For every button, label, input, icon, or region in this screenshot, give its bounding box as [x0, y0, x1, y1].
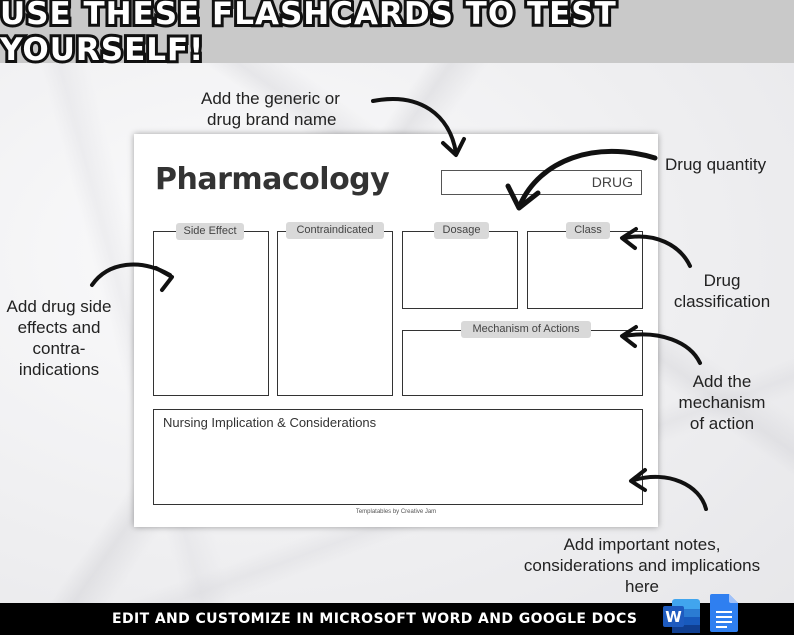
top-banner: USE THESE FLASHCARDS TO TEST YOURSELF!: [0, 0, 794, 71]
annotation-side-effects: Add drug side effects and contra- indica…: [6, 297, 112, 379]
contraindicated-tag: Contraindicated: [286, 222, 384, 239]
bottom-banner: EDIT AND CUSTOMIZE IN MICROSOFT WORD AND…: [0, 603, 794, 635]
mechanism-tag: Mechanism of Actions: [461, 321, 591, 338]
arrow-drug-quantity: [505, 149, 658, 211]
template-credit: Templatables by Creative Jam: [355, 509, 437, 515]
class-tag: Class: [566, 222, 610, 239]
card-title: Pharmacology: [155, 162, 390, 197]
mechanism-section: [402, 330, 643, 396]
annotation-mechanism: Add the mechanism of action: [678, 372, 766, 433]
banner-title: USE THESE FLASHCARDS TO TEST YOURSELF!: [0, 0, 619, 71]
side-effect-section: [153, 231, 269, 396]
nursing-section: Nursing Implication & Considerations: [153, 409, 643, 505]
dosage-section: [402, 231, 518, 309]
microsoft-word-icon: W: [663, 599, 700, 633]
nursing-label: Nursing Implication & Considerations: [163, 415, 377, 430]
side-effect-tag: Side Effect: [176, 223, 244, 240]
annotation-notes: Add important notes, considerations and …: [523, 535, 761, 596]
flashcard-preview: Pharmacology DRUG Side Effect Contraindi…: [134, 134, 658, 527]
contraindicated-section: [277, 231, 393, 396]
arrow-notes: [629, 468, 708, 511]
drug-label: DRUG: [591, 174, 633, 190]
arrow-brand-name: [371, 97, 466, 157]
word-letter: W: [665, 608, 682, 626]
annotation-drug-classification: Drug classification: [673, 271, 771, 311]
arrow-classification: [620, 227, 692, 268]
annotation-drug-quantity: Drug quantity: [665, 155, 767, 174]
dosage-tag: Dosage: [434, 222, 489, 239]
class-section: [527, 231, 643, 309]
arrow-mechanism: [620, 325, 702, 365]
google-docs-icon: [710, 594, 738, 632]
arrow-side-effects: [90, 262, 174, 292]
drug-name-box: DRUG: [441, 170, 642, 195]
annotation-brand-name: Add the generic or drug brand name: [201, 89, 340, 129]
bottom-banner-text: EDIT AND CUSTOMIZE IN MICROSOFT WORD AND…: [112, 611, 638, 627]
